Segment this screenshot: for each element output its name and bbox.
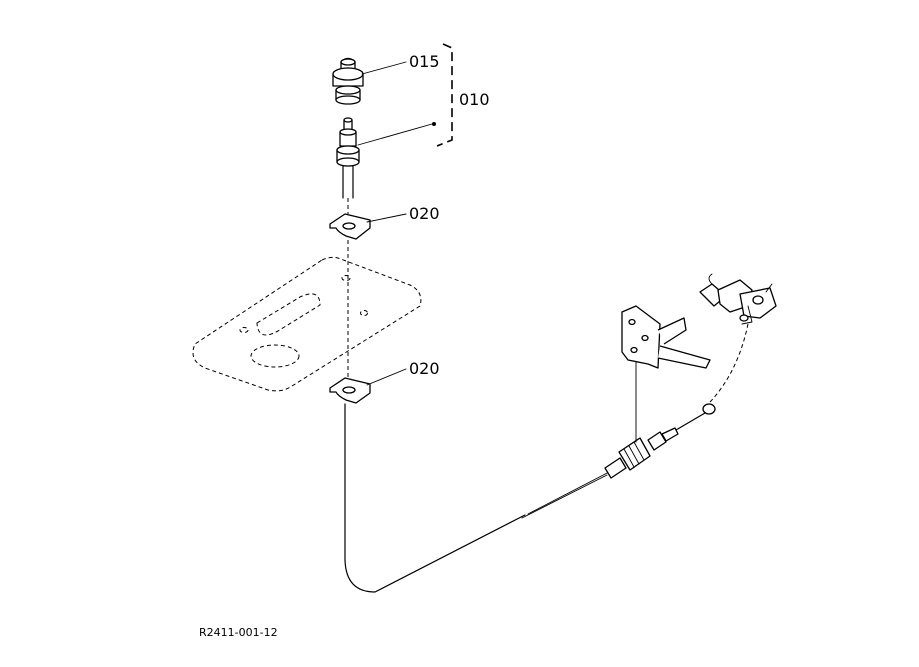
linkage-leader [709,323,749,403]
leader-010 [357,123,433,146]
mounting-plate [192,256,422,392]
cable-sheath-edge [521,474,608,519]
callout-020-lower: 020 [409,359,440,378]
washer-020-upper[interactable] [329,213,371,240]
cable-adjuster-fitting[interactable] [604,403,716,479]
callout-015: 015 [409,52,440,71]
figure-code: R2411-001-12 [199,626,278,639]
callout-020-upper: 020 [409,204,440,223]
leader-020-lower [366,368,407,386]
callout-010: 010 [459,90,490,109]
group-bracket [436,43,453,147]
cable-bracket [621,305,711,369]
washer-020-lower[interactable] [329,377,371,404]
cable-end-fitting-010[interactable] [336,117,360,199]
throttle-lever-linkage [699,273,777,325]
leader-015 [361,61,407,75]
knob-015[interactable] [332,57,364,105]
control-cable[interactable] [344,403,526,593]
leader-020-upper [366,213,407,223]
